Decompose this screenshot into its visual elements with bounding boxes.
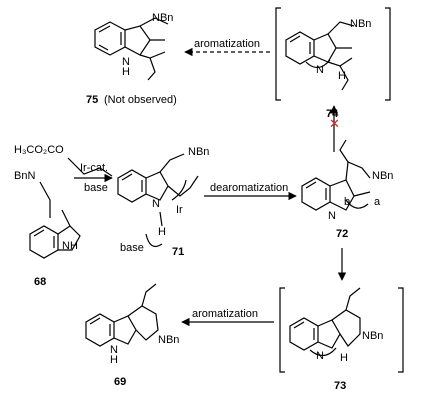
- atom-h-75: H: [122, 66, 130, 78]
- atom-bnn-68: BnN: [14, 170, 36, 182]
- structure-72: [301, 139, 371, 211]
- structure-73: [279, 287, 404, 373]
- arrow-label-dearomatization: dearomatization: [210, 182, 289, 194]
- atom-h-73: H: [340, 352, 348, 364]
- atom-n-69: N: [110, 344, 118, 356]
- atom-h-69: H: [110, 354, 118, 366]
- atom-ir-71: Ir: [176, 204, 183, 216]
- compound-label-69: 69: [114, 376, 127, 388]
- compound-label-68: 68: [34, 276, 47, 288]
- structure-69: [85, 283, 159, 347]
- atom-n-72: N: [328, 210, 336, 222]
- arrow-label-base: base: [84, 182, 108, 194]
- atom-nbn-72: NBn: [372, 170, 394, 182]
- blocked-cross-icon: ✕: [329, 116, 340, 131]
- structure-68: [29, 157, 113, 259]
- compound-note-75: (Not observed): [104, 94, 177, 106]
- arrow-label-aromatization-bottom: aromatization: [192, 308, 259, 320]
- atom-nbn-71: NBn: [188, 146, 210, 158]
- atom-h-74: H: [338, 70, 346, 82]
- structure-74: [275, 7, 391, 101]
- atom-nbn-73: NBn: [362, 330, 384, 342]
- atom-nh-68: NH: [62, 240, 78, 252]
- bond-label-a: a: [374, 196, 381, 208]
- atom-n-74: N: [316, 64, 324, 76]
- atom-n-73: N: [316, 350, 324, 362]
- ester-group-68: H₃CO₂CO: [14, 144, 64, 156]
- atom-h-71: H: [158, 226, 166, 238]
- atom-n-75: N: [122, 56, 130, 68]
- arrow-label-ir-cat: Ir-cat.: [80, 162, 109, 174]
- arrow-label-aromatization-top: aromatization: [194, 38, 261, 50]
- base-label-71: base: [120, 242, 144, 254]
- compound-label-74: 74: [326, 108, 339, 120]
- atom-nbn-74: NBn: [350, 18, 372, 30]
- compound-label-75: 75: [86, 94, 99, 106]
- structure-71: [117, 153, 199, 247]
- compound-label-72: 72: [336, 228, 349, 240]
- compound-label-71: 71: [172, 246, 185, 258]
- compound-label-73: 73: [334, 380, 347, 392]
- structure-75: [94, 17, 169, 81]
- atom-nbn-69: NBn: [158, 334, 180, 346]
- bond-label-b: b: [344, 196, 351, 208]
- atom-nbn-75: NBn: [152, 12, 174, 24]
- atom-n-71: N: [152, 198, 160, 210]
